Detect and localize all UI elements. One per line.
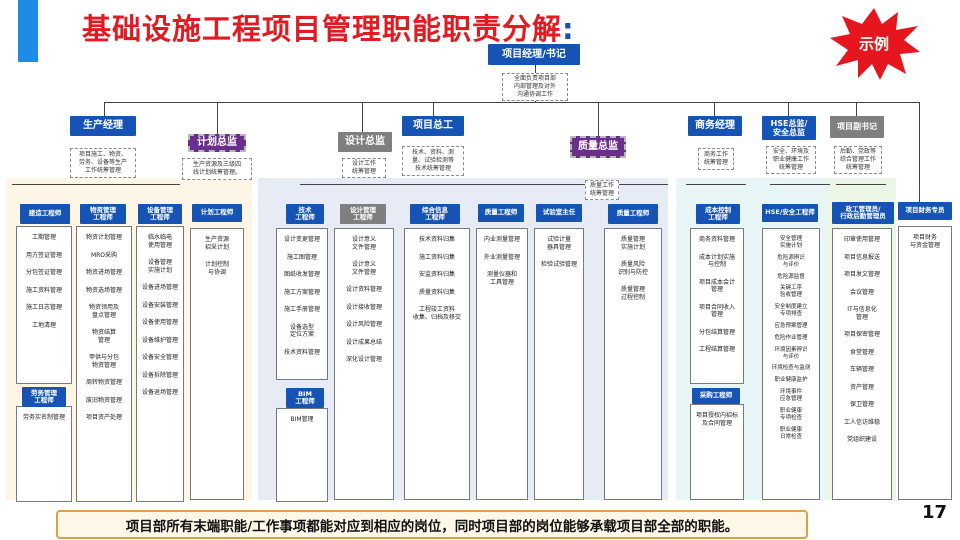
connector	[104, 102, 919, 103]
connector	[104, 102, 105, 116]
connector	[433, 102, 434, 116]
role-deputy-secretary[interactable]: 项目副书记	[830, 116, 884, 138]
dept-info-engineer: 技术资料归集 施工资料归集 安监资料归集 质量资料归集 工程竣工资料 收集、归档…	[404, 228, 470, 500]
role-plan-engineer[interactable]: 计划工程师	[192, 204, 242, 222]
role-project-manager[interactable]: 项目经理/书记	[488, 44, 580, 65]
connector	[217, 102, 218, 134]
role-equipment-engineer[interactable]: 设备管理 工程师	[138, 204, 182, 224]
duty-design-director: 设计工作 统筹管理	[342, 158, 386, 178]
duty-hse-director: 安全、环境及 职业健康工作 统筹管理	[766, 146, 816, 174]
duty-production-manager: 项目施工、物资、 劳务、设备等生产 工作统筹管理	[70, 148, 136, 178]
connector	[300, 184, 668, 185]
duty-quality-director: 质量工作 统筹管理	[585, 180, 619, 200]
dept-hse-engineer: 安全管理 实施计划 危险源辨识 与评价 危险源监督 关键工序 验收管理 安全制度…	[762, 228, 820, 500]
dept-design-engineer: 设计意义 文件管理 设计意义 文件管理 设计资料管理 设计接收管理 设计风险管理…	[334, 228, 394, 500]
connector	[714, 102, 715, 116]
role-plan-director[interactable]: 计划总监	[188, 134, 246, 152]
connector	[770, 184, 830, 185]
duty-chief-engineer: 技术、资料、测 量、试验检测等 技术统筹管理	[402, 146, 464, 176]
role-chief-engineer[interactable]: 项目总工	[402, 116, 464, 136]
role-admin-officer[interactable]: 政工管理员/ 行政后勤管理员	[832, 202, 894, 224]
connector	[788, 102, 789, 116]
role-bim-engineer[interactable]: BIM 工程师	[286, 388, 324, 408]
page-number: 17	[922, 502, 948, 523]
role-purchase-engineer[interactable]: 采购工程师	[692, 388, 740, 404]
dept-survey-quality-engineer: 内业测量管理 外业测量管理 测量仪器和 工具管理	[476, 228, 528, 500]
dept-construction-engineer: 工期管理 用方签证管理 分包签证管理 施工资料管理 施工日志管理 工地清理	[16, 226, 72, 384]
dept-cost-engineer: 商务资料管理 成本计划实施 与控制 项目成本会计 管理 项目合同收入 管理 分包…	[690, 228, 744, 384]
page-title: 基础设施工程项目管理职能职责分解:	[82, 12, 575, 46]
role-construction-engineer[interactable]: 建造工程师	[20, 204, 70, 224]
dept-plan-engineer: 生产资源 招采计划 计划控制 与协调	[190, 228, 244, 500]
title-accent-bar	[18, 0, 38, 62]
role-lab-director[interactable]: 试验室主任	[536, 204, 582, 222]
dept-finance-officer: 项目财务 与资金管理	[898, 226, 952, 500]
role-design-director[interactable]: 设计总监	[338, 132, 392, 152]
dept-purchase-engineer: 项目授权内招标 及合同管理	[690, 404, 744, 500]
duty-business-manager: 商务工作 统筹管理	[698, 148, 734, 170]
connector	[856, 102, 857, 116]
connector	[686, 184, 746, 185]
role-info-engineer[interactable]: 综合信息 工程师	[410, 204, 460, 224]
role-quality-director[interactable]: 质量总监	[570, 136, 626, 158]
duty-project-manager: 全面负责项目部 内部管理及对外 沟通协调工作	[502, 73, 568, 101]
duty-plan-director: 生产资源及三级四 线计划统筹管理。	[182, 158, 252, 180]
dept-equipment-engineer: 临水临电 使用管理 设备管理 实施计划 设备进场管理 设备安装管理 设备使用管理…	[136, 226, 184, 502]
dept-bim-engineer: BIM管理	[276, 408, 328, 502]
dept-technical-engineer: 设计变更管理 施工图管理 图纸收发管理 施工方案管理 施工手册管理 设备选型 定…	[276, 228, 328, 380]
footer-note: 项目部所有末端职能/工作事项都能对应到相应的岗位，同时项目部的岗位能够承载项目部…	[56, 510, 808, 539]
connector	[836, 184, 886, 185]
star-burst-icon	[830, 8, 920, 80]
role-business-manager[interactable]: 商务经理	[688, 116, 742, 136]
role-design-engineer[interactable]: 设计管理 工程师	[340, 204, 386, 224]
role-material-engineer[interactable]: 物资管理 工程师	[80, 204, 126, 224]
role-hse-engineer[interactable]: HSE/安全工程师	[762, 204, 818, 222]
connector	[598, 102, 599, 136]
role-technical-engineer[interactable]: 技术 工程师	[286, 204, 324, 224]
dept-quality-engineer: 质量管理 实施计划 质量风险 识别与防控 质量管理 过程控制	[604, 228, 662, 500]
duty-deputy-secretary: 后勤、党政等 综合管理工作 统筹管理	[834, 146, 882, 174]
dept-admin-officer: 印章使用管理 项目信息报送 项目发文管理 会议管理 IT与信息化 管理 项目保密…	[832, 228, 892, 500]
connector	[362, 102, 363, 132]
dept-material-engineer: 物资计划管理 MRO采购 物资进场管理 物资选场管理 物资领用及 盘点管理 物资…	[76, 226, 132, 502]
example-badge: 示例	[858, 35, 889, 53]
role-finance-officer[interactable]: 项目财务专员	[898, 202, 952, 220]
role-labor-engineer[interactable]: 劳务管理 工程师	[22, 387, 66, 407]
connector	[919, 102, 920, 202]
role-quality-engineer[interactable]: 质量工程师	[608, 204, 658, 224]
dept-labor-engineer: 劳务实名制管理	[16, 406, 72, 502]
role-production-manager[interactable]: 生产经理	[70, 116, 136, 136]
dept-lab-director: 试验计量 器具管理 检验试验管理	[534, 228, 584, 500]
connector	[12, 184, 180, 185]
role-survey-quality-engineer[interactable]: 质量工程师	[478, 204, 524, 222]
role-hse-director[interactable]: HSE总监/ 安全总监	[762, 116, 816, 140]
role-cost-engineer[interactable]: 成本控制 工程师	[696, 204, 740, 224]
